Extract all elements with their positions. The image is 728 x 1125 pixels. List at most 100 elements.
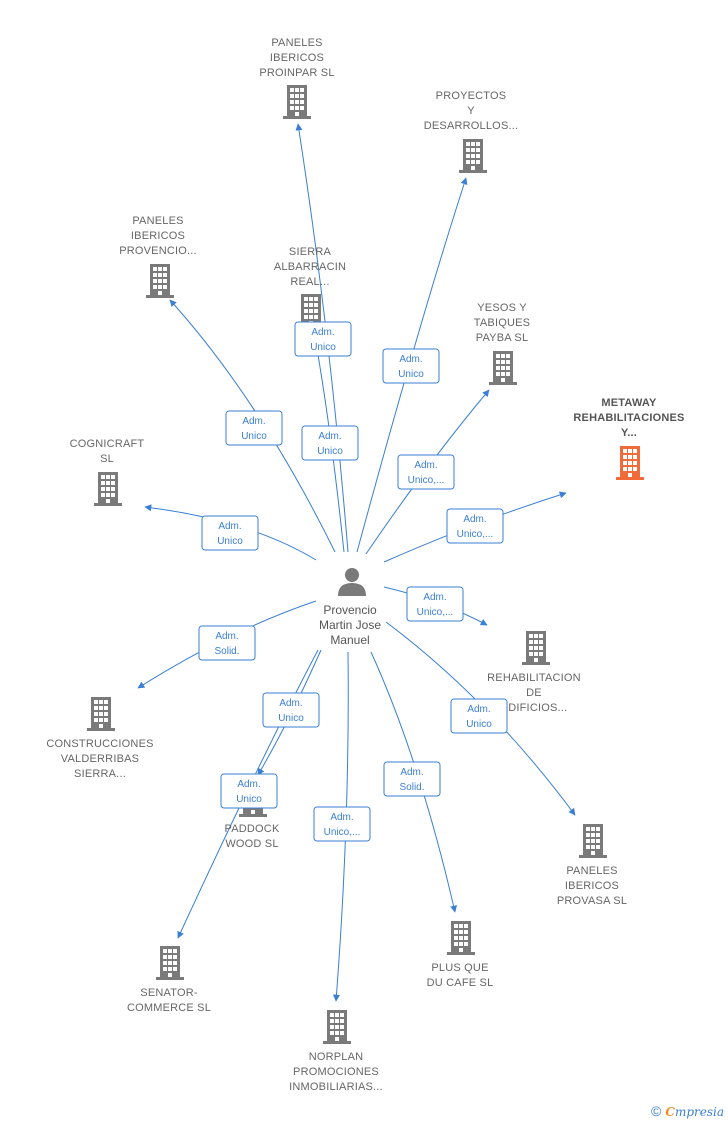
edge-label-yesos-tabiques[interactable]: Adm.Unico,... — [397, 454, 455, 490]
company-label-line: PANELES — [132, 215, 183, 227]
edge-label-box — [220, 773, 278, 809]
edge-label-text: Unico — [241, 431, 267, 442]
company-label-line: SIERRA... — [74, 768, 126, 780]
company-label-line: PROYECTOS — [436, 90, 507, 102]
edge-label-text: Adm. — [330, 812, 353, 823]
person-name-line: Manuel — [330, 633, 369, 647]
edge-label-paneles-provencio[interactable]: Adm.Unico — [225, 410, 283, 446]
edge-label-box — [201, 515, 259, 551]
company-label-line: WOOD SL — [225, 838, 278, 850]
brand-initial: C — [665, 1105, 675, 1119]
company-label-line: Y — [467, 105, 475, 117]
company-label-line: PLUS QUE — [431, 962, 488, 974]
company-label-line: PADDOCK — [225, 823, 280, 835]
edge-label-text: Adm. — [279, 698, 302, 709]
edge-label-box — [450, 698, 508, 734]
company-label-line: COGNICRAFT — [70, 438, 145, 450]
edge-label-proyectos-desarrollos[interactable]: Adm.Unico — [382, 348, 440, 384]
edges-layer — [137, 123, 576, 1002]
building-icon — [323, 1010, 351, 1044]
company-label-line: DESARROLLOS... — [424, 120, 519, 132]
building-icon — [94, 472, 122, 506]
company-label-line: YESOS Y — [477, 302, 527, 314]
building-icon — [579, 824, 607, 858]
company-label-line: IBERICOS — [565, 880, 619, 892]
edge-label-text: Adm. — [423, 592, 446, 603]
edge-label-construcciones-valderribas[interactable]: Adm.Solid. — [198, 625, 256, 661]
company-label-line: REHABILITACION — [487, 672, 581, 684]
company-label-line: NORPLAN — [309, 1051, 364, 1063]
person-name-line: Martin Jose — [319, 618, 381, 632]
company-label-line: ALBARRACIN — [274, 261, 346, 273]
company-label-line: COMMERCE SL — [127, 1002, 211, 1014]
company-label-line: Y... — [621, 427, 637, 439]
company-label-line: PAYBA SL — [476, 332, 529, 344]
edge-label-plus-que-du-cafe[interactable]: Adm.Solid. — [383, 761, 441, 797]
company-label-line: PROVENCIO... — [119, 245, 197, 257]
building-icon — [616, 446, 644, 480]
company-label-line: REAL... — [290, 276, 329, 288]
edge-label-senator-commerce[interactable]: Adm.Unico — [220, 773, 278, 809]
company-label-line: PROINPAR SL — [259, 67, 334, 79]
edge-label-paneles-proinpar[interactable]: Adm. Unico — [301, 425, 359, 461]
copyright-footer: ©Cmpresia — [651, 1103, 724, 1119]
company-label-line: IBERICOS — [131, 230, 185, 242]
building-icon — [146, 264, 174, 298]
company-label-line: VALDERRIBAS — [61, 753, 139, 765]
edge-label-box — [198, 625, 256, 661]
edge-label-box — [446, 508, 504, 544]
person-icon — [338, 568, 366, 596]
company-label-line: REHABILITACIONES — [573, 412, 684, 424]
edge-label-text: Unico,... — [324, 827, 361, 838]
edge-label-rehabilitacion-edificios[interactable]: Adm.Unico,... — [406, 586, 464, 622]
edge-label-text: Unico — [217, 536, 243, 547]
company-node-senator-commerce[interactable]: SENATOR- COMMERCE SL — [127, 946, 211, 1014]
edge-label-metaway[interactable]: Adm.Unico,... — [446, 508, 504, 544]
edge-label-box — [397, 454, 455, 490]
edge-label-text: Unico — [310, 342, 336, 353]
copyright-icon: © — [651, 1103, 662, 1119]
edge-label-box — [301, 425, 359, 461]
edge-label-box — [383, 761, 441, 797]
person-name-line: Provencio — [323, 603, 377, 617]
edge-label-text: Unico — [466, 719, 492, 730]
edge-label-paneles-provasa[interactable]: Adm.Unico — [450, 698, 508, 734]
company-label-line: SENATOR- — [140, 987, 198, 999]
building-icon — [447, 921, 475, 955]
company-label-line: EDIFICIOS... — [501, 702, 568, 714]
company-node-rehabilitacion-edificios[interactable]: REHABILITACIONDEEDIFICIOS... — [487, 631, 581, 714]
edge-label-box — [313, 806, 371, 842]
company-label-line: METAWAY — [601, 397, 657, 409]
company-node-yesos-tabiques[interactable]: YESOS Y TABIQUES PAYBA SL — [474, 302, 530, 385]
company-node-norplan[interactable]: NORPLANPROMOCIONESINMOBILIARIAS... — [289, 1010, 383, 1093]
company-label-line: TABIQUES — [474, 317, 530, 329]
company-node-paddock-wood[interactable]: PADDOCK WOOD SL — [225, 783, 280, 850]
edge-label-cognicraft[interactable]: Adm.Unico — [201, 515, 259, 551]
edge-label-box — [225, 410, 283, 446]
company-node-construcciones-valderribas[interactable]: CONSTRUCCIONES VALDERRIBAS SIERRA... — [46, 697, 153, 780]
edge-label-text: Adm. — [311, 327, 334, 338]
edge-label-text: Adm. — [215, 631, 238, 642]
company-node-paneles-provencio[interactable]: PANELES IBERICOS PROVENCIO... — [119, 215, 197, 298]
building-icon — [489, 351, 517, 385]
edge-label-text: Solid. — [399, 782, 424, 793]
company-node-sierra-albarracin[interactable]: SIERRAALBARRACINREAL... — [274, 246, 346, 328]
company-node-metaway[interactable]: METAWAY REHABILITACIONES Y... — [573, 397, 684, 480]
company-label-line: PANELES — [271, 37, 322, 49]
company-node-proyectos-desarrollos[interactable]: PROYECTOS Y DESARROLLOS... — [424, 90, 519, 173]
edge-label-text: Unico — [317, 446, 343, 457]
edge-label-norplan[interactable]: Adm. Unico,... — [313, 806, 371, 842]
edge-label-sierra-albarracin[interactable]: Adm. Unico — [294, 321, 352, 357]
company-label-line: PANELES — [566, 865, 617, 877]
edge-label-text: Adm. — [318, 431, 341, 442]
company-label-line: PROMOCIONES — [293, 1066, 379, 1078]
edge-label-paddock-wood[interactable]: Adm.Unico — [262, 692, 320, 728]
company-label-line: CONSTRUCCIONES — [46, 738, 153, 750]
